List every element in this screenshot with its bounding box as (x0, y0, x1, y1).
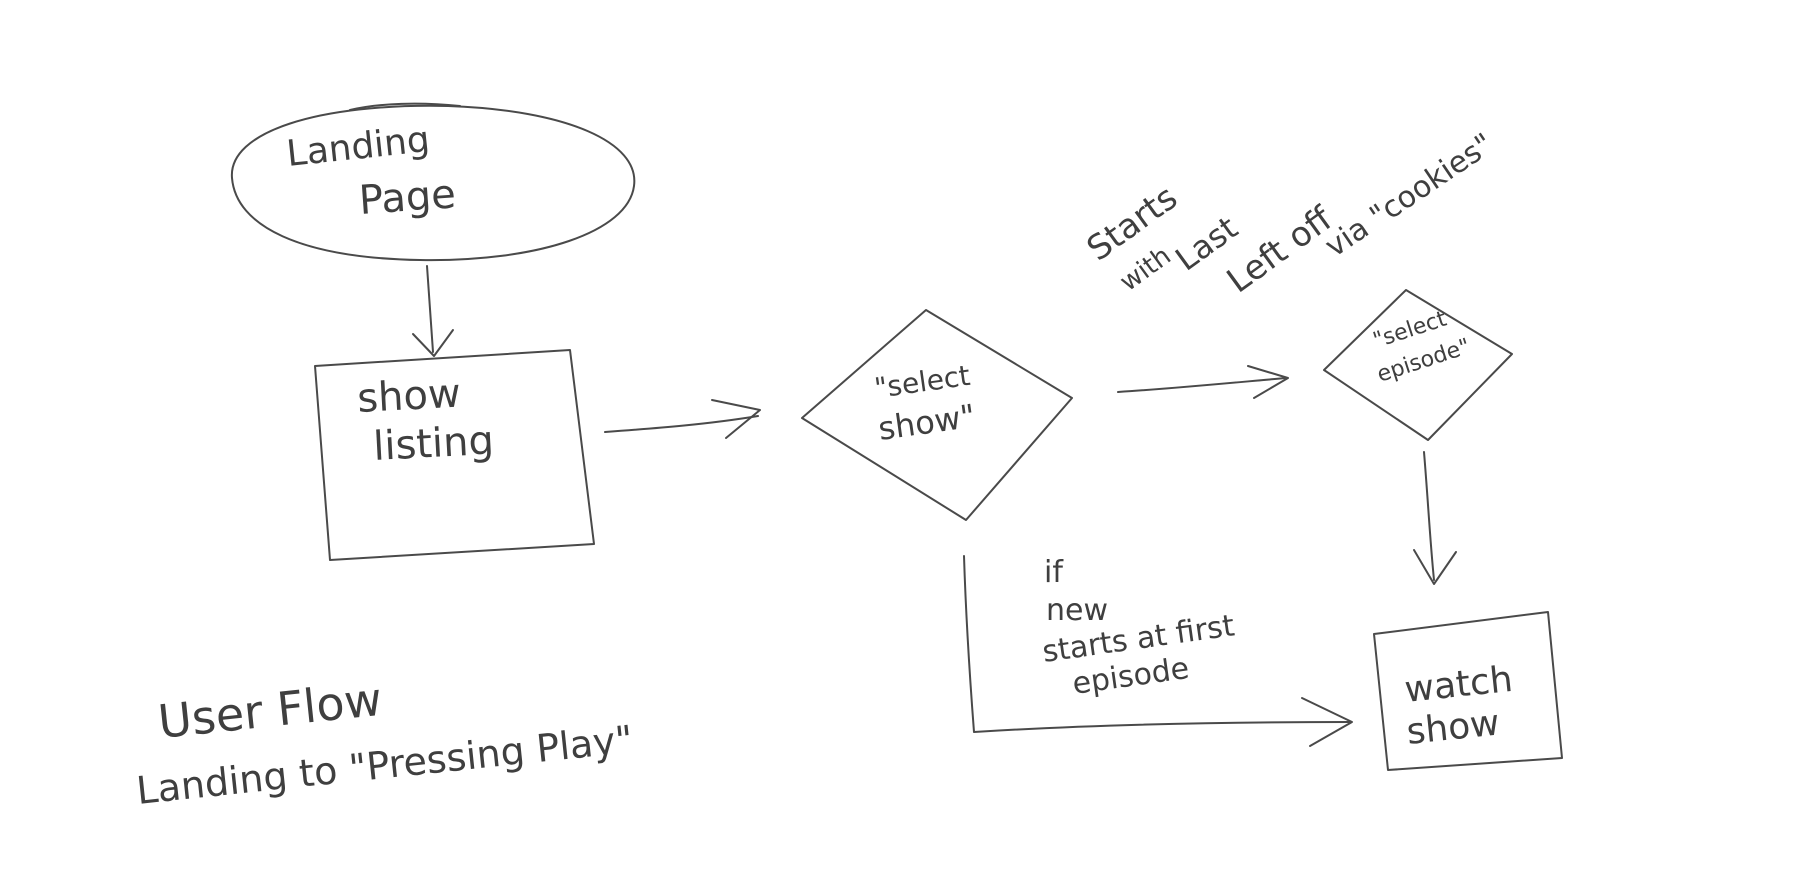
returning-note-line5: via "cookies" (1319, 127, 1500, 265)
node-select-episode: "select episode" (1323, 289, 1513, 441)
arrow-listing-to-select-show (604, 399, 761, 439)
new-note-line2: new (1046, 593, 1108, 628)
landing-page-ellipse (230, 104, 636, 262)
select-episode-diamond (1323, 289, 1513, 441)
show-listing-label-line2: listing (372, 418, 495, 470)
show-listing-label-line1: show (356, 371, 462, 422)
new-note-line1: if (1044, 555, 1064, 590)
node-select-show: "select show" (801, 309, 1073, 521)
new-user-note: if new starts at first episode (1040, 555, 1237, 702)
caption-title: User Flow (156, 672, 385, 749)
diagram-caption: User Flow Landing to "Pressing Play" (134, 672, 635, 813)
arrow-select-show-to-watch (963, 555, 1353, 747)
landing-page-label-line2: Page (357, 171, 457, 224)
node-show-listing: show listing (314, 349, 595, 561)
landing-page-ellipse-overstroke (349, 102, 461, 111)
node-watch-show: watch show (1373, 611, 1563, 771)
arrow-landing-to-listing (412, 265, 454, 357)
show-listing-box (314, 349, 595, 561)
watch-show-label-line1: watch (1403, 659, 1515, 711)
returning-user-note: Starts with Last Left off via "cookies" (1080, 127, 1500, 301)
arrow-select-show-to-episode (1117, 365, 1289, 399)
returning-note-line4: Left off (1220, 198, 1341, 301)
watch-show-label-line2: show (1405, 702, 1502, 753)
select-show-diamond (801, 309, 1073, 521)
watch-show-box (1373, 611, 1563, 771)
node-landing-page: Landing Page (230, 102, 636, 262)
select-show-label-line2: show" (876, 397, 978, 448)
landing-page-label-line1: Landing (285, 119, 432, 175)
arrow-episode-to-watch (1413, 451, 1457, 585)
